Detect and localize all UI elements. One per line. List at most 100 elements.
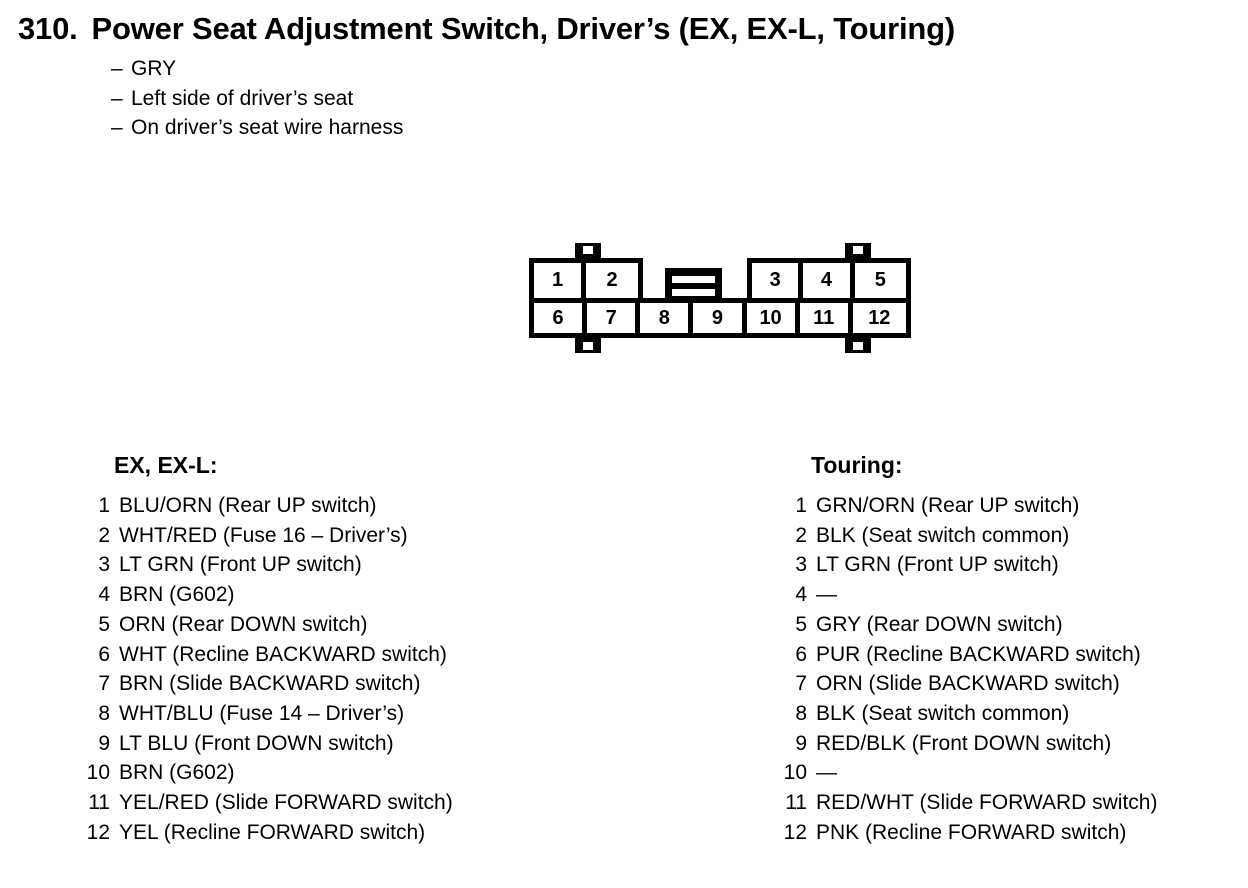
connector-bottom-block: 6 7 8 9 10 11 12	[529, 298, 911, 338]
connector-pin-cell: 5	[854, 263, 906, 298]
pin-description: ORN (Slide BACKWARD switch)	[816, 672, 1120, 696]
connector-pin-cell: 6	[534, 303, 588, 333]
pin-description: LT GRN (Front UP switch)	[816, 553, 1059, 577]
list-item: 7 ORN (Slide BACKWARD switch)	[775, 669, 1157, 699]
pin-number: 8	[98, 701, 110, 725]
connector-pin-cell: 3	[752, 263, 804, 298]
list-item: 8 BLK (Seat switch common)	[775, 699, 1157, 729]
connector-pin-cell: 9	[693, 303, 747, 333]
pin-description: LT GRN (Front UP switch)	[119, 553, 362, 577]
tab-notch	[583, 342, 593, 350]
pin-number: 5	[795, 612, 807, 636]
pin-description: BRN (G602)	[119, 761, 235, 785]
list-item: 4 BRN (G602)	[78, 580, 453, 610]
connector-pin-cell: 2	[586, 263, 638, 298]
bullet-text: GRY	[131, 57, 177, 80]
connector-top-left-block: 1 2	[529, 258, 643, 303]
pin-number: 4	[795, 583, 807, 607]
connector-top-right-block: 3 4 5	[747, 258, 911, 303]
mounting-tab-bottom-left	[575, 337, 601, 353]
pin-description: GRN/ORN (Rear UP switch)	[816, 494, 1080, 517]
pin-number: 1	[98, 494, 110, 517]
list-item: 1 BLU/ORN (Rear UP switch)	[78, 491, 453, 521]
pin-number: 2	[98, 523, 110, 547]
tab-notch	[583, 246, 593, 254]
pin-number: 8	[795, 701, 807, 725]
pin-number: 7	[795, 672, 807, 696]
list-item: 10—	[775, 758, 1157, 788]
list-item: –On driver’s seat wire harness	[111, 113, 1233, 143]
column-heading: EX, EX-L:	[114, 452, 218, 478]
list-item: 5 GRY (Rear DOWN switch)	[775, 610, 1157, 640]
pin-number: 11	[785, 791, 807, 815]
mounting-tab-bottom-right	[845, 337, 871, 353]
pin-description: PNK (Recline FORWARD switch)	[816, 820, 1127, 844]
pin-description: BLK (Seat switch common)	[816, 523, 1070, 547]
spec-bullet-list: –GRY –Left side of driver’s seat –On dri…	[111, 54, 1233, 143]
pin-number: 9	[795, 731, 807, 755]
pin-number: 10	[86, 761, 110, 785]
list-item: –Left side of driver’s seat	[111, 84, 1233, 114]
list-item: 1 GRN/ORN (Rear UP switch)	[775, 491, 1157, 521]
lock-slot	[672, 289, 715, 296]
page-header: 310. Power Seat Adjustment Switch, Driver…	[18, 8, 1233, 143]
list-item: 10 BRN (G602)	[78, 758, 453, 788]
pin-description: PUR (Recline BACKWARD switch)	[816, 642, 1141, 666]
pin-description: RED/BLK (Front DOWN switch)	[816, 731, 1112, 755]
list-item: 7 BRN (Slide BACKWARD switch)	[78, 669, 453, 699]
bullet-text: Left side of driver’s seat	[131, 86, 354, 110]
tab-notch	[853, 246, 863, 254]
list-item: 9 RED/BLK (Front DOWN switch)	[775, 729, 1157, 759]
connector-pin-cell: 8	[640, 303, 694, 333]
connector-pin-cell: 1	[534, 263, 586, 298]
pin-description: BRN (G602)	[119, 583, 235, 607]
connector-pin-cell: 4	[803, 263, 855, 298]
pin-number: 6	[795, 642, 807, 666]
list-item: 11 RED/WHT (Slide FORWARD switch)	[775, 788, 1157, 818]
pin-description: BRN (Slide BACKWARD switch)	[119, 672, 421, 696]
connector-pin-cell: 7	[587, 303, 641, 333]
pin-number: 4	[98, 583, 110, 607]
list-item: 8 WHT/BLU (Fuse 14 – Driver’s)	[78, 699, 453, 729]
pin-description: WHT/BLU (Fuse 14 – Driver’s)	[119, 701, 405, 725]
mounting-tab-top-left	[575, 243, 601, 259]
list-item: 6 PUR (Recline BACKWARD switch)	[775, 640, 1157, 670]
connector-lock-tab-icon	[665, 268, 722, 300]
pin-description: ORN (Rear DOWN switch)	[119, 612, 368, 636]
pin-number: 5	[98, 612, 110, 636]
list-item: 4—	[775, 580, 1157, 610]
pin-description: GRY (Rear DOWN switch)	[816, 612, 1063, 636]
pin-description: WHT/RED (Fuse 16 – Driver’s)	[119, 523, 408, 547]
list-item: 12 PNK (Recline FORWARD switch)	[775, 818, 1157, 848]
list-item: –GRY	[111, 54, 1233, 84]
bullet-dash-icon: –	[111, 116, 123, 139]
pin-number: 1	[795, 494, 807, 517]
connector-pin-cell: 10	[746, 303, 800, 333]
section-number: 310.	[18, 11, 78, 46]
bullet-dash-icon: –	[111, 86, 123, 110]
pin-number: 6	[98, 642, 110, 666]
mounting-tab-top-right	[845, 243, 871, 259]
pin-description: —	[816, 583, 837, 607]
pin-number: 12	[783, 820, 807, 844]
connector-body: 1 2 3 4 5 6 7 8 9 10 11 12	[529, 258, 911, 338]
connector-pin-cell: 12	[852, 303, 906, 333]
pin-description: RED/WHT (Slide FORWARD switch)	[816, 791, 1158, 815]
list-item: 6 WHT (Recline BACKWARD switch)	[78, 640, 453, 670]
tab-notch	[853, 342, 863, 350]
pin-number: 11	[88, 791, 110, 815]
section-title: Power Seat Adjustment Switch, Driver’s (…	[91, 11, 956, 46]
list-item: 5 ORN (Rear DOWN switch)	[78, 610, 453, 640]
pin-number: 7	[98, 672, 110, 696]
pin-number: 3	[795, 553, 807, 577]
pin-description: WHT (Recline BACKWARD switch)	[119, 642, 447, 666]
pin-description: BLK (Seat switch common)	[816, 701, 1070, 725]
list-item: 2 WHT/RED (Fuse 16 – Driver’s)	[78, 521, 453, 551]
pin-description: BLU/ORN (Rear UP switch)	[119, 494, 377, 517]
